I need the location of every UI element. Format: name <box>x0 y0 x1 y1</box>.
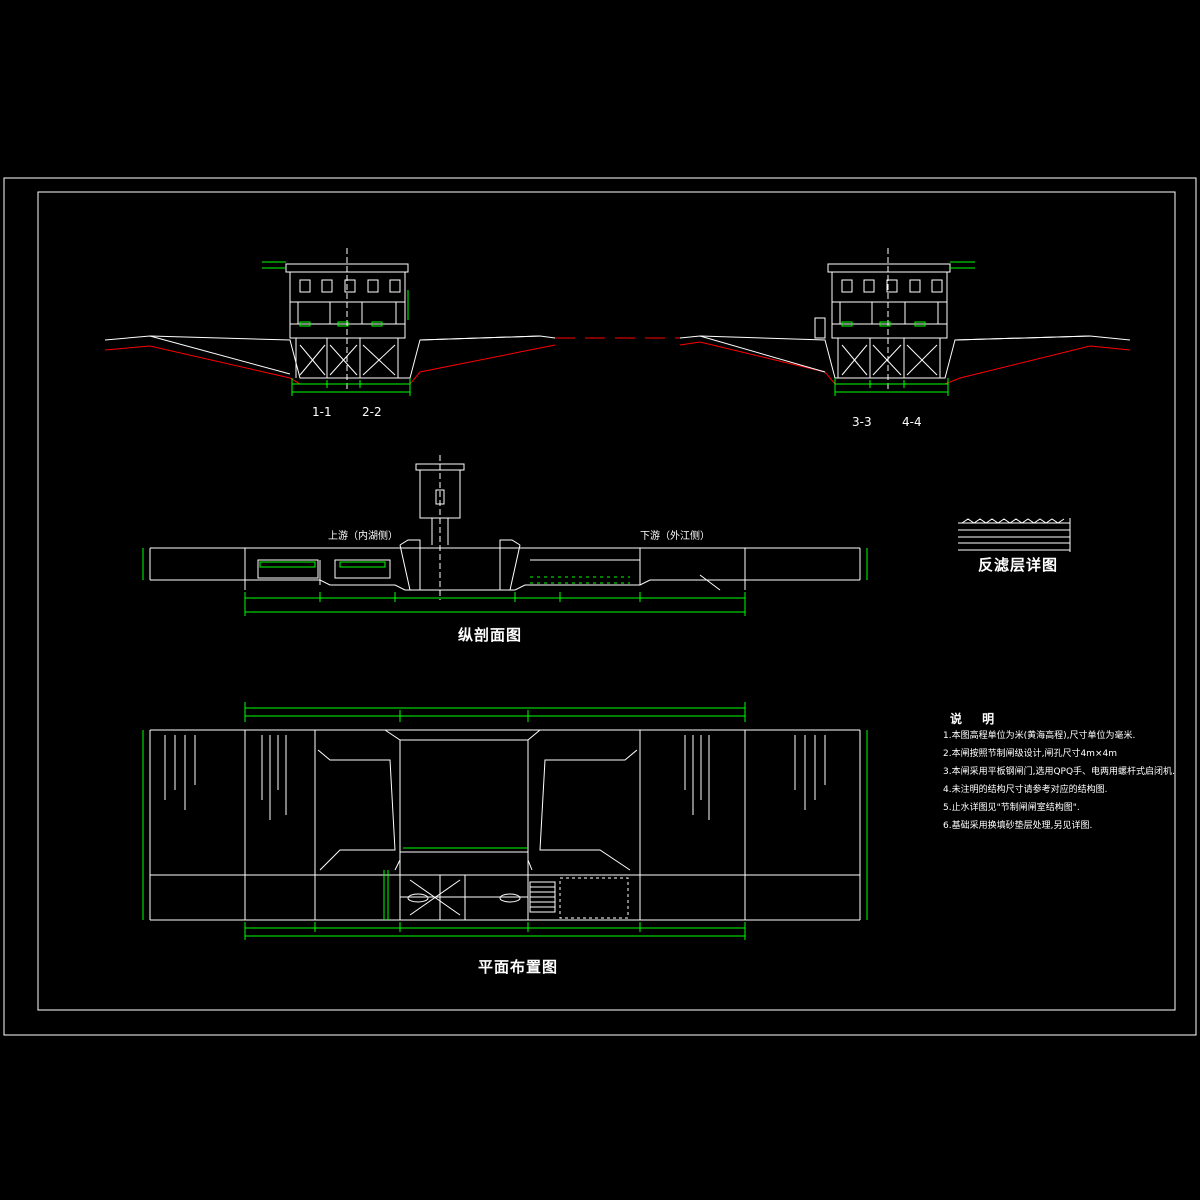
note-item-1: 1.本图高程单位为米(黄海高程),尺寸单位为毫米. <box>943 731 1136 741</box>
cross-section-left-dims <box>262 261 411 396</box>
note-item-6: 6.基础采用换填砂垫层处理,另见详图. <box>943 821 1093 831</box>
note-item-2: 2.本闸按照节制闸级设计,闸孔尺寸4m×4m <box>943 749 1117 759</box>
downstream-label: 下游（外江侧） <box>640 531 710 542</box>
plan-layout <box>149 729 861 921</box>
section-label-4-4: 4-4 <box>902 415 922 429</box>
note-item-3: 3.本闸采用平板钢闸门,选用QPQ手、电两用螺杆式启闭机. <box>943 767 1175 777</box>
cross-section-left <box>104 248 680 392</box>
upstream-label: 上游（内湖侧） <box>328 531 398 542</box>
inner-frame <box>37 191 1176 1011</box>
plan-title: 平面布置图 <box>478 958 559 976</box>
filter-layer-detail <box>958 518 1071 552</box>
section-label-2-2: 2-2 <box>362 405 382 419</box>
notes-title: 说 明 <box>950 712 1003 726</box>
outer-frame <box>3 177 1197 1036</box>
filter-detail-title: 反滤层详图 <box>978 556 1059 574</box>
cross-section-right <box>679 248 1131 392</box>
section-label-1-1: 1-1 <box>312 405 332 419</box>
profile-title: 纵剖面图 <box>458 626 523 644</box>
note-item-5: 5.止水详图见"节制闸闸室结构图". <box>943 803 1080 813</box>
cross-section-right-dims <box>834 261 975 396</box>
plan-dims <box>142 702 868 940</box>
ground-line-right <box>679 335 1131 379</box>
profile-dims <box>142 548 868 616</box>
section-label-3-3: 3-3 <box>852 415 872 429</box>
longitudinal-profile <box>149 455 861 600</box>
note-item-4: 4.未注明的结构尺寸请参考对应的结构图. <box>943 785 1108 795</box>
